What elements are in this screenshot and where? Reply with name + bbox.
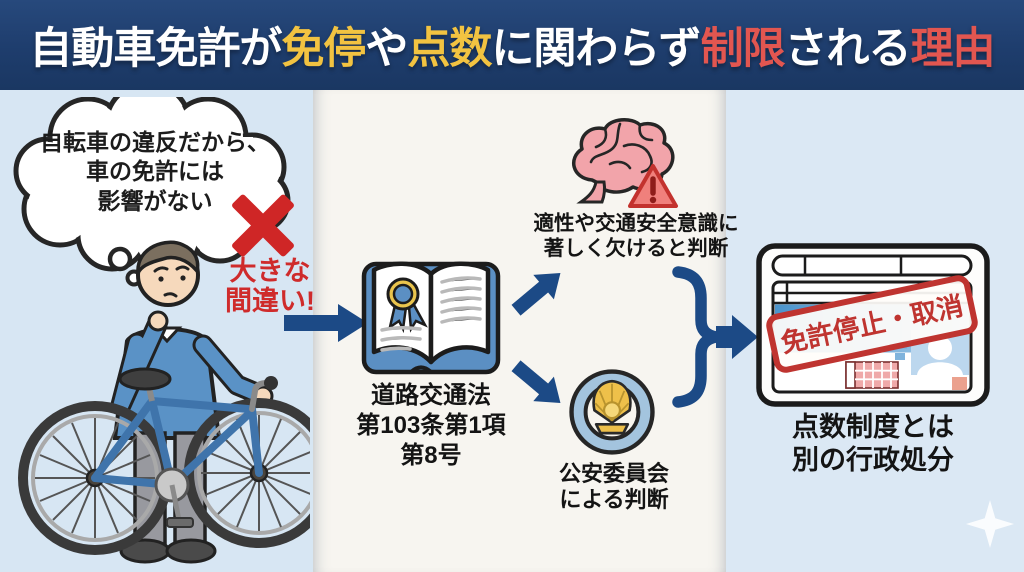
thought-bubble-icon xyxy=(13,97,291,287)
thought-bubble-text: 自転車の違反だから、 車の免許には 影響がない xyxy=(40,129,270,214)
title-segment: 点数 xyxy=(407,25,492,73)
merge-brace-arrow-icon xyxy=(672,266,758,408)
arrow-down-right-icon xyxy=(511,360,561,403)
title-band: 自動車免許が免停や点数に関わらず制限される理由 xyxy=(0,0,1024,90)
title-segment: や xyxy=(365,25,408,73)
title-segment: 理由 xyxy=(910,25,996,73)
law-book-icon xyxy=(361,261,501,375)
page-title: 自動車免許が免停や点数に関わらず制限される理由 xyxy=(29,14,996,76)
law-label: 道路交通法 第103条第1項 第8号 xyxy=(356,382,506,469)
committee-label: 公安委員会 による判断 xyxy=(558,461,669,513)
person-with-bicycle-illustration xyxy=(18,240,310,564)
title-segment: 免停 xyxy=(281,25,366,73)
assessment-label: 適性や交通安全意識に 著しく欠けると判断 xyxy=(533,212,739,260)
license-caption: 点数制度とは 別の行政処分 xyxy=(792,412,954,475)
title-segment: される xyxy=(784,25,912,73)
arrow-up-right-icon xyxy=(511,273,561,316)
title-segment: 制限 xyxy=(700,25,786,73)
brain-warning-icon xyxy=(571,118,678,208)
title-segment: に関わらず xyxy=(491,25,701,73)
mistake-label: 大きな 間違い! xyxy=(225,256,315,317)
police-badge-icon xyxy=(569,369,655,455)
title-segment: 自動車免許が xyxy=(29,25,282,73)
arrow-right-icon xyxy=(284,304,368,342)
license-card-icon: 免許停止・取消 xyxy=(756,243,990,407)
